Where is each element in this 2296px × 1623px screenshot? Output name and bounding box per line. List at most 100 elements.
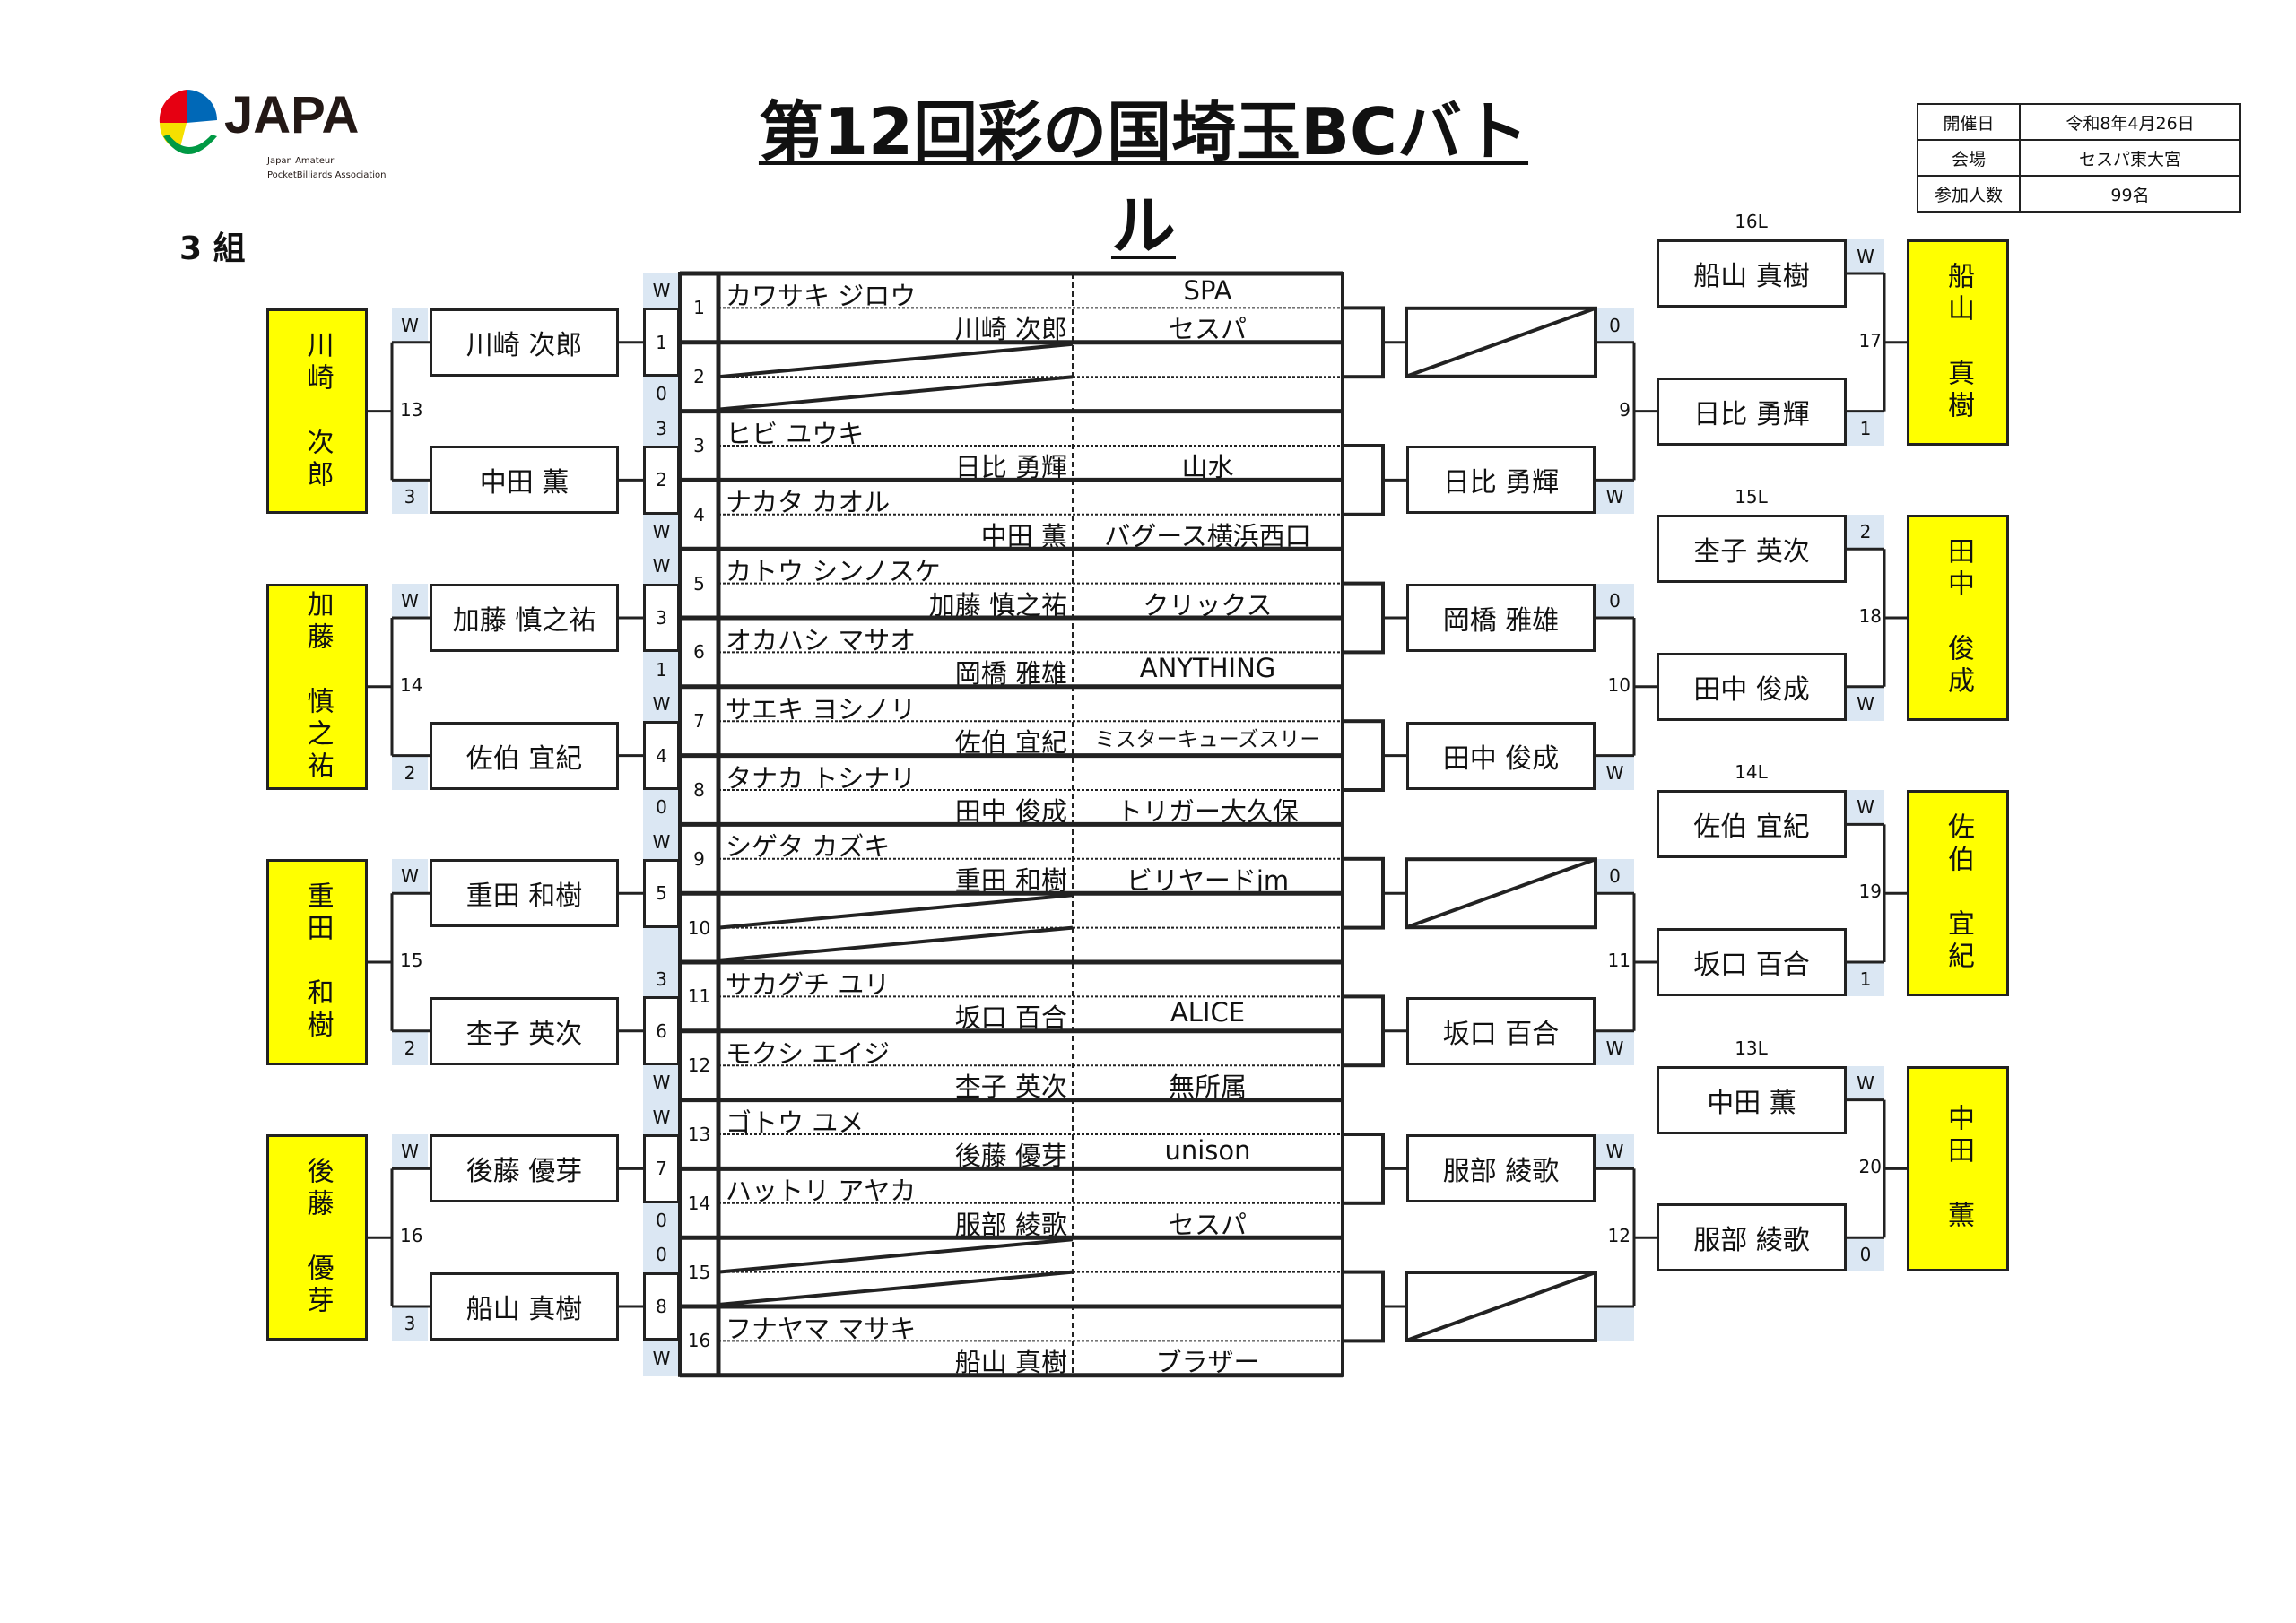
slot-number: 9 xyxy=(693,847,705,870)
player-box: 船山 真樹 xyxy=(1657,239,1847,308)
match-number: 20 xyxy=(1858,1156,1882,1178)
group-label: 3 組 xyxy=(179,230,246,267)
player-box: 服部 綾歌 xyxy=(1657,1203,1847,1272)
slot-number: 14 xyxy=(687,1192,711,1214)
score-top: W xyxy=(1847,790,1884,825)
slot-number: 7 xyxy=(693,710,705,733)
group-winner-box: 船山 真樹 xyxy=(1907,239,2009,446)
player-club: 無所属 xyxy=(1168,1072,1247,1103)
group-winner-name: 佐伯 宜紀 xyxy=(1943,812,1974,975)
slot-number: 1 xyxy=(693,297,705,319)
club-top: SPA xyxy=(1183,275,1232,306)
round1-score-bottom: 1 xyxy=(656,658,667,681)
score-bottom: 2 xyxy=(392,1030,428,1065)
slot-number: 15 xyxy=(687,1261,711,1283)
bye-slash xyxy=(718,375,1074,412)
slot-number: 11 xyxy=(687,985,711,1008)
round1-score-bottom: W xyxy=(652,1347,671,1369)
info-row-date: 開催日令和8年4月26日 xyxy=(1917,103,2241,141)
score-bottom: 3 xyxy=(392,480,428,515)
score-top: W xyxy=(392,308,428,343)
round1-match-box: 5 xyxy=(643,858,680,928)
round1-right-box xyxy=(1341,1270,1385,1343)
player-box: 船山 真樹 xyxy=(430,1272,619,1341)
score-top: 0 xyxy=(1596,859,1634,894)
score-bottom: W xyxy=(1596,480,1634,515)
info-value: 99名 xyxy=(2019,175,2241,213)
group-winner-box: 後藤 優芽 xyxy=(266,1134,368,1341)
player-club: unison xyxy=(1164,1135,1251,1166)
info-label: 開催日 xyxy=(1917,103,2021,141)
group-winner-name: 後藤 優芽 xyxy=(301,1157,334,1319)
match-number: 11 xyxy=(1607,950,1631,971)
bye-slash xyxy=(718,342,1074,379)
slot-number: 16 xyxy=(687,1330,711,1352)
bye-slash xyxy=(1405,1271,1596,1342)
player-box: 坂口 百合 xyxy=(1406,996,1596,1065)
match-number: 18 xyxy=(1858,605,1882,627)
score-top: W xyxy=(392,1134,428,1169)
player-kana: オカハシ マサオ xyxy=(726,625,917,655)
seed-label: 13L xyxy=(1735,1037,1768,1059)
player-kana: シゲタ カズキ xyxy=(726,831,891,863)
player-club: ALICE xyxy=(1170,997,1246,1028)
player-name: 船山 真樹 xyxy=(954,1347,1067,1378)
score-bottom: 1 xyxy=(1847,962,1884,996)
score-bottom xyxy=(1596,1306,1634,1341)
player-club: トリガー大久保 xyxy=(1116,796,1299,827)
player-box: 杢子 英次 xyxy=(430,996,619,1065)
player-club: 山水 xyxy=(1181,452,1234,482)
round1-right-box xyxy=(1341,444,1385,516)
player-club: バグース横浜西口 xyxy=(1104,520,1311,551)
player-name: 服部 綾歌 xyxy=(954,1209,1067,1240)
match-number: 14 xyxy=(400,673,423,696)
player-name: 田中 俊成 xyxy=(954,796,1067,827)
score-top: 2 xyxy=(1847,515,1884,550)
group-winner-box: 加藤 慎之祐 xyxy=(266,584,368,790)
player-box: 岡橋 雅雄 xyxy=(1406,584,1596,652)
player-kana: ゴトウ ユメ xyxy=(726,1107,865,1138)
player-kana: フナヤマ マサキ xyxy=(726,1314,917,1344)
bye-slash xyxy=(718,893,1074,930)
player-name: 加藤 慎之祐 xyxy=(928,589,1067,621)
round1-right-box xyxy=(1341,1133,1385,1205)
group-winner-name: 船山 真樹 xyxy=(1943,261,1974,423)
player-name: 岡橋 雅雄 xyxy=(954,658,1067,690)
score-top: W xyxy=(1847,239,1884,273)
player-name: 日比 勇輝 xyxy=(954,452,1067,482)
match-number: 10 xyxy=(1607,673,1631,696)
player-box: 佐伯 宜紀 xyxy=(1657,790,1847,859)
slot-number: 2 xyxy=(693,366,705,388)
round1-score-top: W xyxy=(652,692,671,715)
player-name: 川崎 次郎 xyxy=(954,314,1067,345)
round1-right-box xyxy=(1341,719,1385,793)
bye-slash xyxy=(718,1270,1074,1306)
score-top: 0 xyxy=(1596,584,1634,618)
round1-score-bottom: 0 xyxy=(656,1209,667,1231)
player-box: 重田 和樹 xyxy=(430,859,619,928)
player-club: ANYTHING xyxy=(1139,653,1276,684)
score-top: W xyxy=(392,859,428,894)
japa-logo: JAPA Japan Amateur PocketBilliards Assoc… xyxy=(152,82,422,186)
match-number: 15 xyxy=(400,950,423,971)
slot-number: 4 xyxy=(693,503,705,525)
player-kana: サカグチ ユリ xyxy=(726,969,891,1000)
score-top: W xyxy=(1596,1134,1634,1169)
player-box: 後藤 優芽 xyxy=(430,1134,619,1203)
slot-number: 5 xyxy=(693,572,705,595)
slot-number: 10 xyxy=(687,916,711,939)
group-winner-name: 中田 薫 xyxy=(1943,1104,1974,1234)
round1-score-bottom: W xyxy=(652,1072,671,1094)
match-number: 16 xyxy=(400,1225,423,1247)
round1-score-top: 3 xyxy=(656,417,667,439)
player-kana: タナカ トシナリ xyxy=(726,762,917,794)
seed-label: 15L xyxy=(1735,486,1768,508)
bye-slash xyxy=(718,925,1074,962)
slot-number: 12 xyxy=(687,1055,711,1077)
player-kana: モクシ エイジ xyxy=(726,1037,891,1069)
player-box: 川崎 次郎 xyxy=(430,308,619,377)
draw-table-frame xyxy=(678,272,1344,1377)
page-title: 第12回彩の国埼玉BCバトル xyxy=(758,94,1529,264)
slot-number: 13 xyxy=(687,1123,711,1145)
round1-score-top: W xyxy=(652,830,671,853)
